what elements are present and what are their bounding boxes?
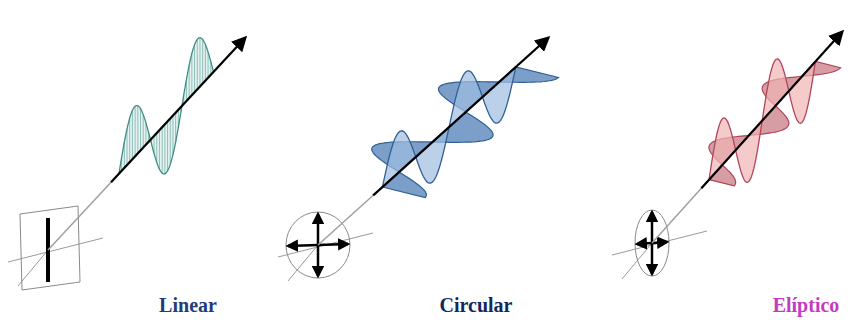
horizontal-component-wave bbox=[372, 67, 559, 198]
frame-axis bbox=[18, 250, 48, 286]
propagation-arrow bbox=[111, 38, 245, 182]
frame-axis bbox=[288, 245, 318, 281]
reference-frame bbox=[8, 206, 103, 290]
polarization-label: Circular bbox=[440, 294, 513, 316]
propagation-arrow bbox=[701, 32, 842, 188]
polarization-panel bbox=[612, 32, 842, 279]
polarization-panel bbox=[8, 38, 245, 290]
polarization-panel bbox=[278, 38, 558, 281]
reference-frame bbox=[278, 212, 373, 281]
polarization-label: Elíptico bbox=[773, 294, 840, 316]
frame-axis bbox=[622, 243, 652, 279]
propagation-axis bbox=[318, 187, 382, 245]
label-slot: Linear bbox=[159, 294, 217, 317]
frame-axis bbox=[278, 233, 373, 257]
label-slot: Elíptico bbox=[773, 294, 840, 317]
propagation-axis bbox=[652, 180, 709, 243]
polarization-label: Linear bbox=[159, 294, 217, 316]
propagation-arrow bbox=[373, 38, 548, 195]
vertical-component-wave bbox=[119, 38, 214, 174]
label-slot: Circular bbox=[440, 294, 513, 317]
reference-frame bbox=[612, 210, 707, 279]
propagation-axis bbox=[48, 174, 119, 250]
